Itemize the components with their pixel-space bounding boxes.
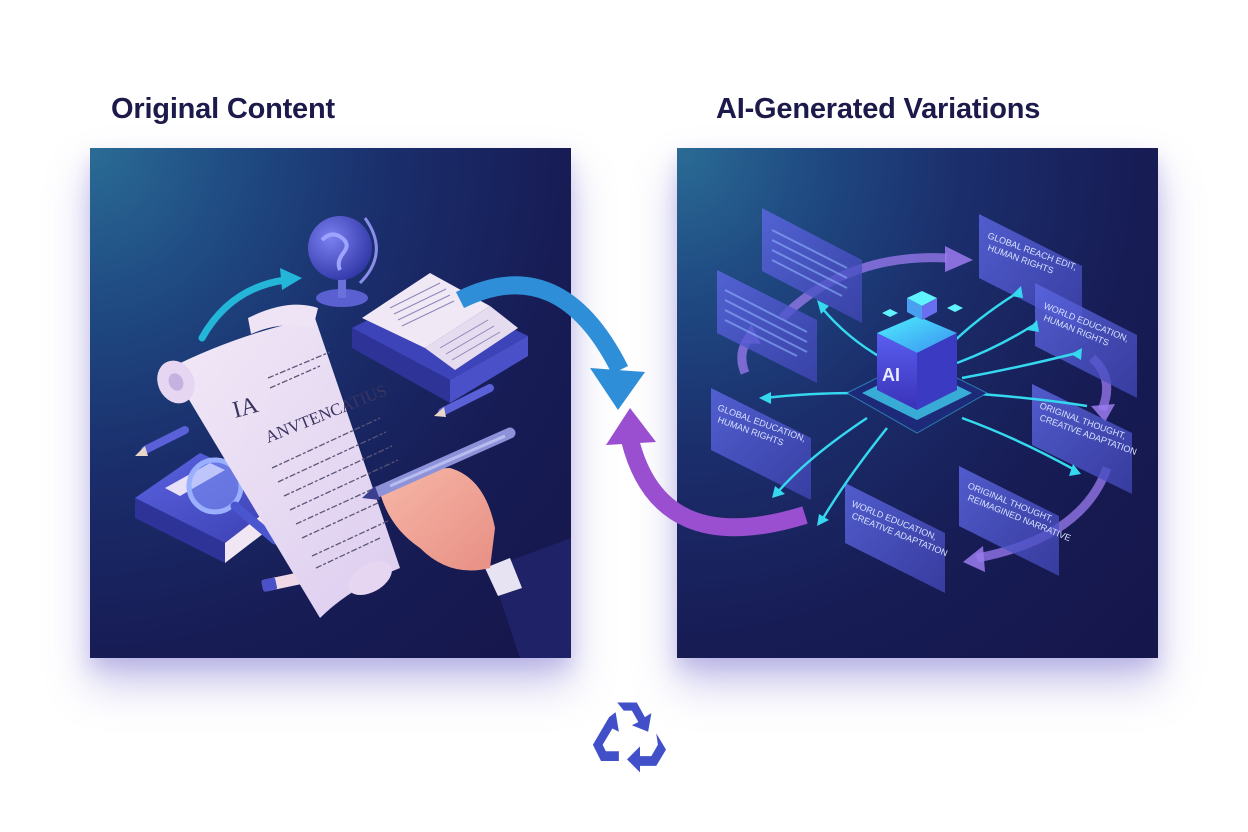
original-content-panel: IA ANVTENCATIUS bbox=[90, 148, 571, 658]
ai-variations-panel: GLOBAL REACH EDIT, HUMAN RIGHTS WORLD ED… bbox=[677, 148, 1158, 658]
variation-card bbox=[717, 270, 817, 383]
variation-card: GLOBAL EDUCATION, HUMAN RIGHTS bbox=[711, 388, 811, 500]
globe-icon bbox=[308, 216, 378, 307]
ai-chip-label: AI bbox=[882, 365, 900, 385]
original-content-title: Original Content bbox=[111, 93, 335, 125]
recycle-icon bbox=[592, 702, 666, 773]
variation-card: WORLD EDUCATION, HUMAN RIGHTS bbox=[1035, 283, 1137, 398]
ai-chip-icon: AI bbox=[845, 291, 989, 434]
hand-pen-icon bbox=[362, 427, 571, 658]
ai-variations-title: AI-Generated Variations bbox=[716, 93, 1041, 125]
curved-arrow-icon bbox=[198, 268, 302, 342]
variation-card bbox=[762, 208, 862, 323]
pencil-icon bbox=[135, 426, 189, 456]
pencil-icon bbox=[434, 384, 494, 417]
variation-card: WORLD EDUCATION, CREATIVE ADAPTATION bbox=[845, 483, 949, 593]
eraser-icon bbox=[261, 572, 303, 592]
